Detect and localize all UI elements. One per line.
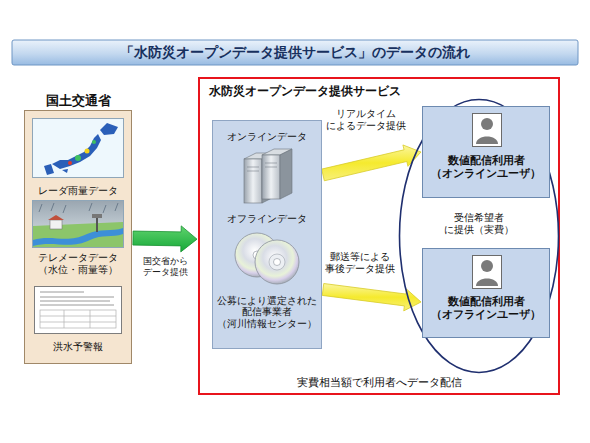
user-icon xyxy=(472,113,502,147)
text-line: テレメータデータ xyxy=(38,252,118,264)
text-line: データ提供 xyxy=(143,267,188,278)
text-line: 洪水予警報 xyxy=(53,341,103,353)
data-type-label: オンラインデータ xyxy=(227,131,307,143)
text-line: （河川情報センター） xyxy=(217,318,317,329)
edge-label: 国交省から データ提供 xyxy=(142,256,189,278)
text-line: （水位・雨量等） xyxy=(38,264,118,276)
service-note: 実費相当額で利用者へデータ配信 xyxy=(297,376,462,389)
recipient-ellipse: 数値配信利用者 （オンラインユーザ） 数値配信利用者 （オフラインユーザ） 受信希… xyxy=(398,98,560,374)
data-caption: テレメータデータ （水位・雨量等） xyxy=(38,252,118,276)
user-icon xyxy=(472,255,502,289)
text-line: 「水防災オープンデータ提供サービス」のデータの流れ xyxy=(120,44,470,61)
text-line: 数値配信利用者 xyxy=(431,154,541,167)
text-line: 事後データ提供 xyxy=(325,263,395,275)
text-line: （オフラインユーザ） xyxy=(431,308,541,321)
telemetry-image xyxy=(32,200,124,248)
data-flow-arrow xyxy=(133,226,197,252)
distributor-label: 公募により選定された 配信事業者 （河川情報センター） xyxy=(217,295,317,329)
server-image xyxy=(240,147,296,207)
text-line: リアルタイム xyxy=(326,108,406,120)
text-line: 国交省から xyxy=(143,256,188,267)
data-type-label: オフラインデータ xyxy=(227,213,307,225)
service-heading: 水防災オープンデータ提供サービス xyxy=(209,84,401,98)
text-line: に提供（実費） xyxy=(444,224,514,236)
text-line: （オンラインユーザ） xyxy=(431,167,541,180)
text-line: 郵送等による xyxy=(325,251,395,263)
flood-warning-document-image xyxy=(34,286,122,334)
data-caption: レーダ雨量データ xyxy=(38,185,118,197)
diagram-title: 「水防災オープンデータ提供サービス」のデータの流れ xyxy=(120,44,470,61)
text-line: レーダ雨量データ xyxy=(38,185,118,197)
text-line: オンラインデータ xyxy=(227,131,307,143)
user-box: 数値配信利用者 （オンラインユーザ） xyxy=(422,106,550,198)
text-line: 水防災オープンデータ提供サービス xyxy=(209,84,401,98)
text-line: オフラインデータ xyxy=(227,213,307,225)
ministry-panel: 国土交通省レーダ雨量データテレメータデータ （水位・雨量等）洪水予警報 xyxy=(24,92,132,364)
radar-map-image xyxy=(32,118,124,178)
text-line: 受信希望者 xyxy=(444,212,514,224)
edge-label: 郵送等による 事後データ提供 xyxy=(324,251,396,275)
user-box: 数値配信利用者 （オフラインユーザ） xyxy=(422,248,550,338)
user-label: 数値配信利用者 （オンラインユーザ） xyxy=(431,154,541,179)
user-label: 数値配信利用者 （オフラインユーザ） xyxy=(431,295,541,320)
source-heading: 国土交通省 xyxy=(46,93,111,109)
delivery-arrow xyxy=(322,145,421,181)
text-line: 実費相当額で利用者へデータ配信 xyxy=(297,376,462,389)
text-line: 数値配信利用者 xyxy=(431,295,541,308)
text-line: 公募により選定された xyxy=(217,295,317,306)
distributor-box: オンラインデータオフラインデータ公募により選定された 配信事業者 （河川情報セン… xyxy=(212,120,322,349)
edge-label: リアルタイム によるデータ提供 xyxy=(325,108,407,132)
text-line: 国土交通省 xyxy=(46,93,111,109)
text-line: によるデータ提供 xyxy=(326,120,406,132)
recipient-note: 受信希望者 に提供（実費） xyxy=(444,212,514,236)
title-band xyxy=(12,40,578,65)
text-line: 配信事業者 xyxy=(217,306,317,317)
cd-rom-image xyxy=(233,229,303,287)
data-caption: 洪水予警報 xyxy=(53,341,103,353)
